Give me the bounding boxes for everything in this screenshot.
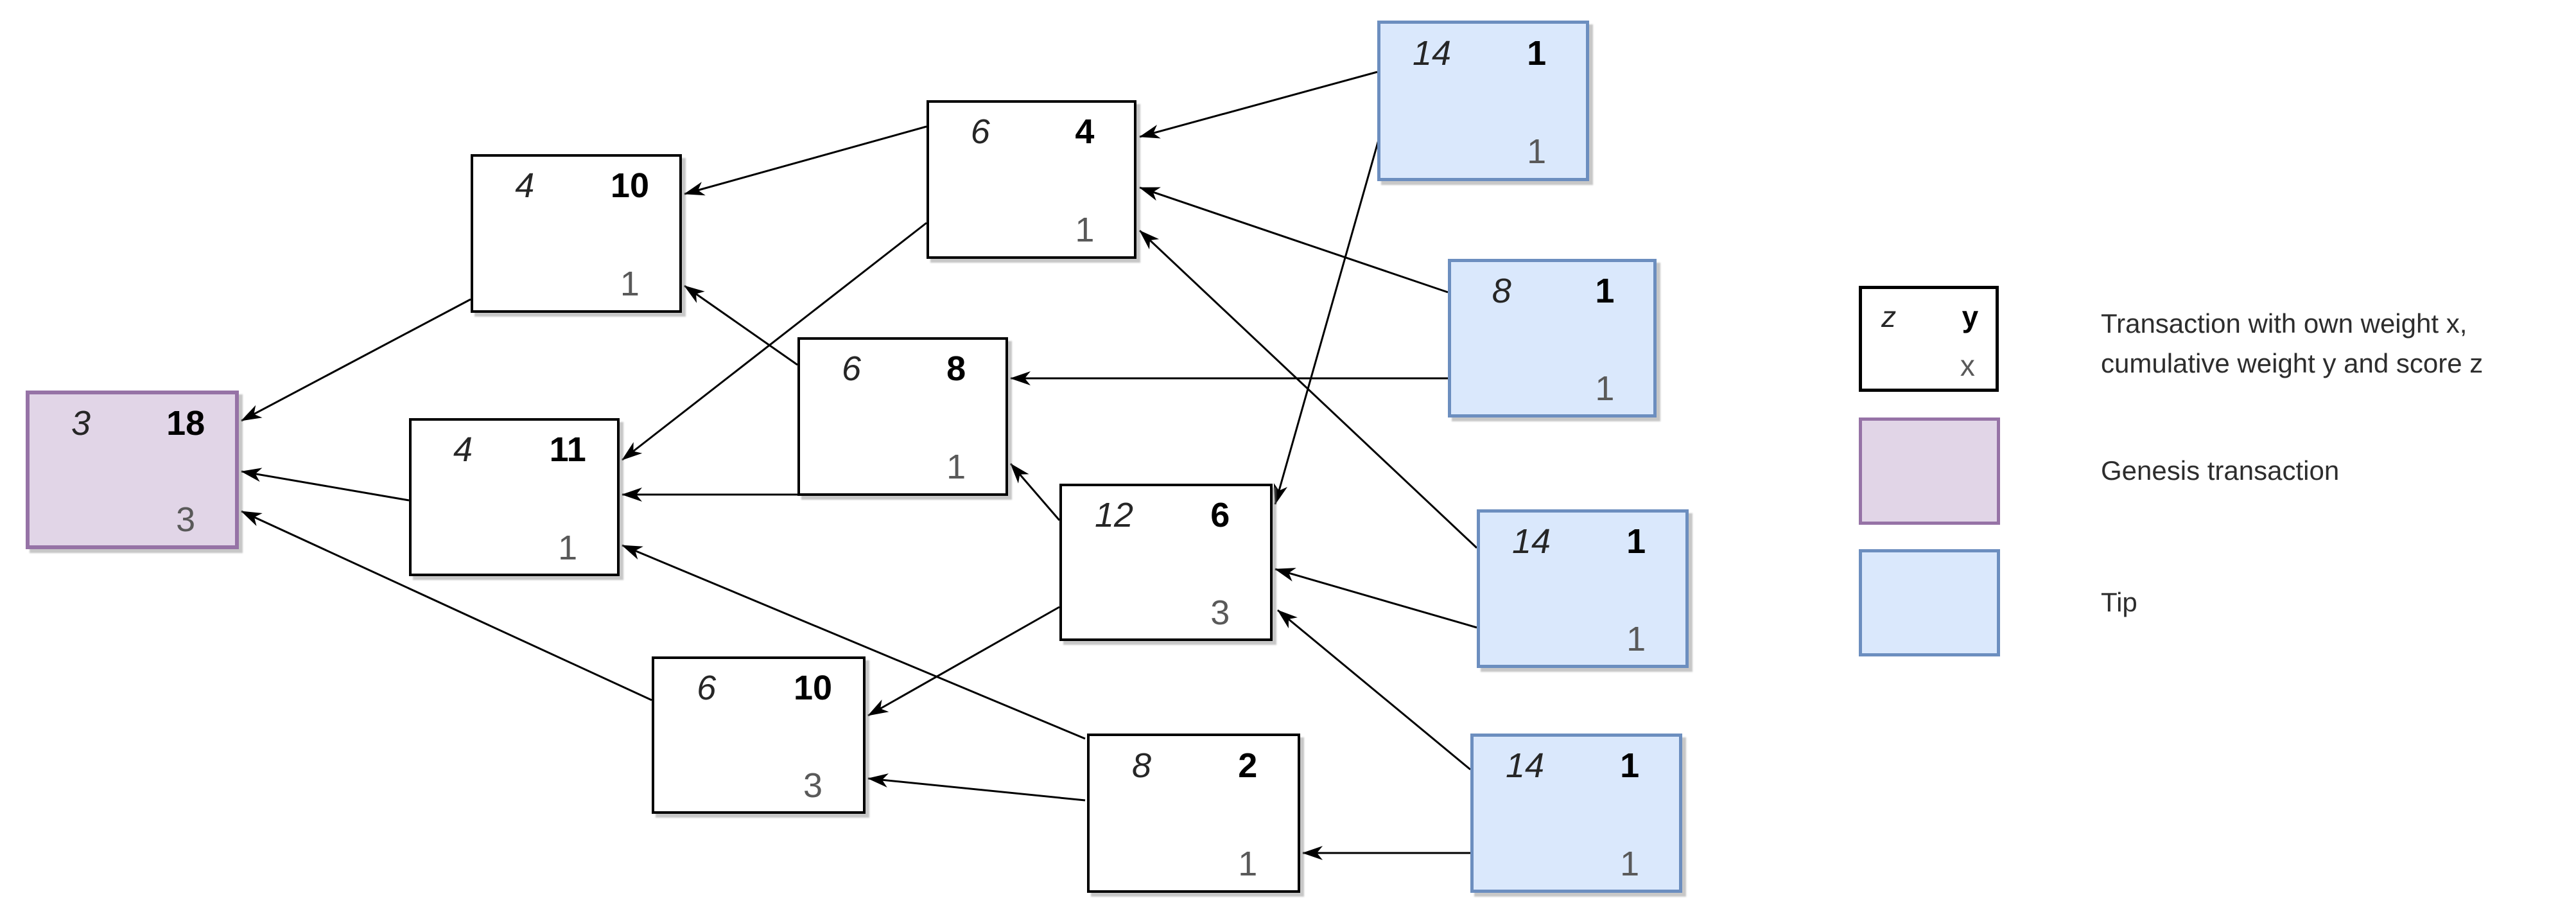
cumulative-weight-value-T3: 1 (1626, 522, 1646, 561)
score-value-B: 6 (970, 112, 990, 152)
approval-arrow-B-to-C (622, 222, 927, 461)
approval-arrow-B-to-A (684, 125, 927, 196)
legend-transaction-swatch: z y x (1859, 286, 1999, 392)
legend-transaction-label: Transaction with own weight x, cumulativ… (2101, 304, 2483, 383)
cumulative-weight-value-G: 18 (166, 403, 205, 443)
legend-genesis-swatch (1859, 418, 2000, 525)
score-value-T4: 14 (1505, 746, 1545, 786)
legend-tip-label: Tip (2101, 587, 2137, 617)
legend-genesis-label: Genesis transaction (2101, 455, 2340, 486)
transaction-node-T2: 8 1 1 (1448, 259, 1657, 418)
score-value-G: 3 (71, 403, 91, 443)
transaction-node-H: 8 2 1 (1087, 734, 1300, 893)
own-weight-value-H: 1 (1238, 845, 1258, 884)
score-value-D: 6 (841, 349, 862, 389)
cumulative-weight-value-H: 2 (1238, 746, 1258, 785)
cumulative-weight-value-F: 10 (793, 669, 833, 708)
own-weight-value-D: 1 (946, 448, 966, 487)
cumulative-weight-value-T4: 1 (1620, 746, 1640, 786)
own-weight-value-G: 3 (176, 500, 196, 540)
legend-score-z-label: z (1881, 300, 1897, 334)
transaction-node-T3: 14 1 1 (1477, 509, 1689, 668)
legend-transaction-label-line2: cumulative weight y and score z (2101, 348, 2484, 378)
own-weight-value-A: 1 (620, 265, 640, 304)
cumulative-weight-value-B: 4 (1075, 112, 1095, 152)
score-value-F: 6 (697, 669, 717, 708)
legend-tip-swatch (1859, 549, 2000, 656)
approval-arrow-E-to-F (867, 606, 1060, 717)
own-weight-value-E: 3 (1210, 593, 1230, 632)
transaction-node-G: 3 18 3 (26, 391, 239, 549)
own-weight-value-T3: 1 (1626, 619, 1646, 658)
approval-arrow-T1-to-B (1139, 71, 1378, 139)
transaction-node-F: 6 10 3 (652, 656, 866, 814)
transaction-node-T1: 14 1 1 (1377, 21, 1589, 181)
score-value-A: 4 (515, 166, 535, 206)
cumulative-weight-value-A: 10 (610, 166, 649, 206)
score-value-T2: 8 (1492, 272, 1511, 311)
score-value-H: 8 (1131, 746, 1152, 785)
approval-arrow-D-to-A (684, 285, 798, 366)
approval-arrow-T1-to-E (1273, 139, 1380, 505)
own-weight-value-F: 3 (803, 766, 823, 805)
cumulative-weight-value-T1: 1 (1527, 33, 1547, 73)
legend-own-x-label: x (1960, 349, 1975, 383)
own-weight-value-B: 1 (1075, 211, 1095, 250)
own-weight-value-T4: 1 (1620, 844, 1640, 883)
transaction-node-D: 6 8 1 (797, 337, 1008, 496)
approval-arrow-A-to-G (241, 298, 471, 422)
approval-arrow-T2-to-B (1139, 186, 1449, 294)
transaction-node-E: 12 6 3 (1059, 484, 1273, 641)
legend-cumulative-y-label: y (1962, 300, 1979, 334)
approval-arrow-H-to-C (622, 544, 1086, 740)
approval-arrow-E-to-D (1009, 463, 1061, 521)
cumulative-weight-value-D: 8 (946, 349, 966, 389)
transaction-node-T4: 14 1 1 (1470, 734, 1682, 893)
score-value-E: 12 (1094, 496, 1134, 535)
approval-arrow-F-to-G (241, 510, 652, 701)
approval-arrow-T3-to-E (1275, 568, 1477, 629)
approval-arrow-C-to-G (241, 468, 410, 502)
approval-arrow-H-to-F (867, 773, 1086, 802)
score-value-C: 4 (453, 430, 473, 470)
cumulative-weight-value-E: 6 (1210, 496, 1230, 535)
transaction-node-B: 6 4 1 (927, 100, 1136, 259)
transaction-node-A: 4 10 1 (471, 154, 682, 313)
score-value-T1: 14 (1412, 33, 1452, 73)
approval-arrow-T4-to-E (1277, 609, 1471, 771)
approval-arrow-T3-to-B (1138, 229, 1478, 549)
cumulative-weight-value-C: 11 (549, 430, 586, 470)
own-weight-value-T1: 1 (1527, 132, 1547, 171)
score-value-T3: 14 (1511, 522, 1551, 561)
own-weight-value-T2: 1 (1595, 369, 1615, 408)
legend-transaction-label-line1: Transaction with own weight x, (2101, 308, 2467, 338)
own-weight-value-C: 1 (558, 528, 578, 567)
cumulative-weight-value-T2: 1 (1595, 272, 1615, 311)
